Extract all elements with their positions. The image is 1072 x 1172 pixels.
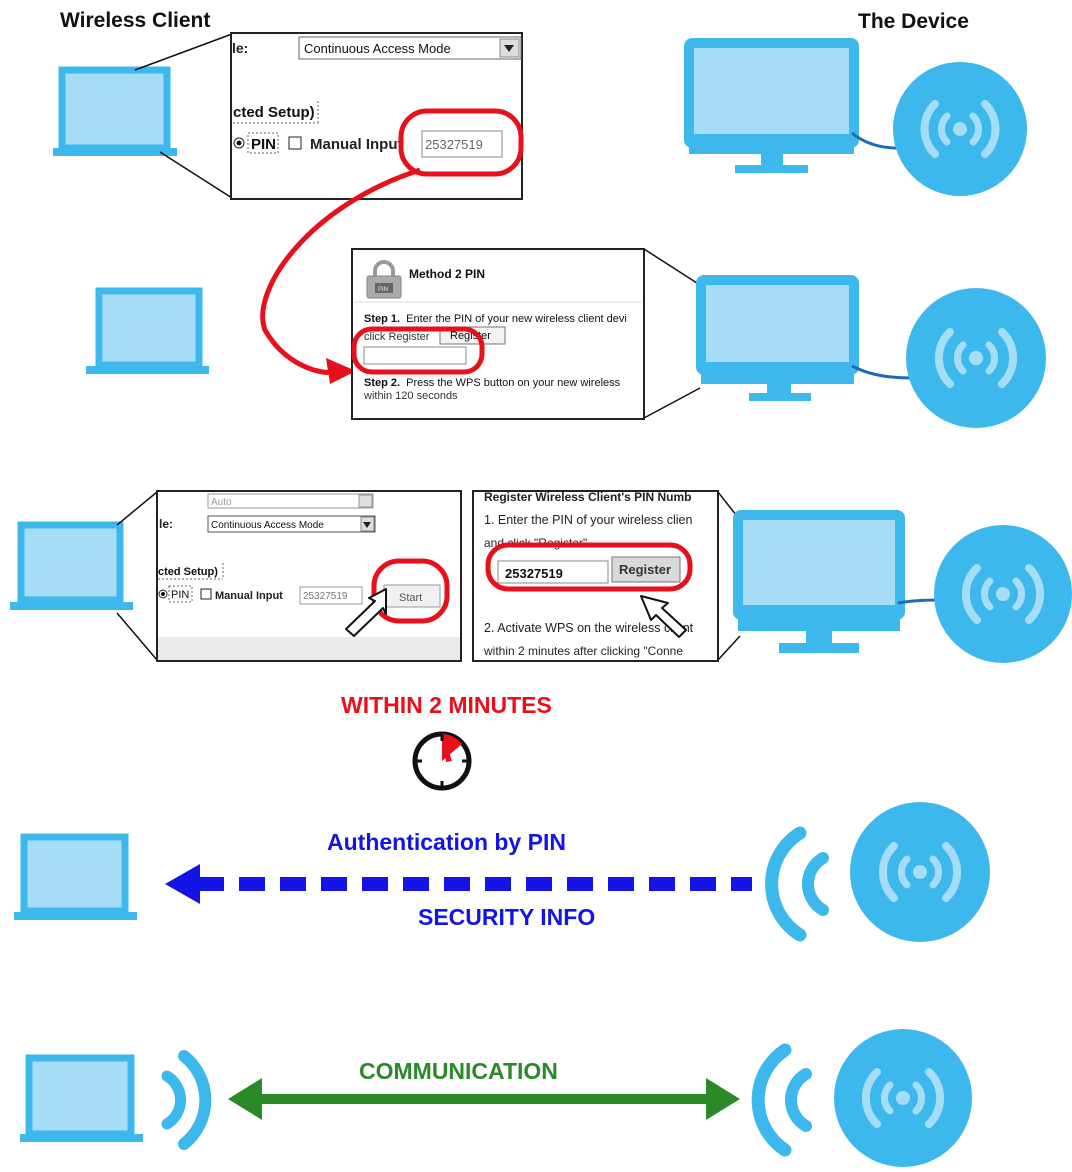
monitor-icon-2 bbox=[696, 275, 859, 401]
lock-icon: PIN bbox=[366, 260, 402, 299]
register-step2-line2: within 2 minutes after clicking "Conne bbox=[483, 644, 683, 658]
register-step2: 2. Activate WPS on the wireless client bbox=[484, 621, 694, 635]
setup-label: cted Setup) bbox=[233, 104, 315, 121]
router-wireless-icon-4 bbox=[850, 802, 990, 942]
router-wireless-icon-3 bbox=[934, 525, 1072, 663]
laptop-icon bbox=[53, 66, 177, 156]
manual-input-checkbox-3[interactable] bbox=[200, 588, 212, 600]
register-pin-value: 25327519 bbox=[505, 566, 563, 581]
method2-title: Method 2 PIN bbox=[409, 267, 485, 281]
register-button[interactable]: Register bbox=[611, 556, 681, 583]
start-highlight bbox=[371, 558, 450, 624]
svg-text:Step 2. Press the WPS bu: Step 2. Press the WPS button on your new… bbox=[364, 377, 621, 389]
manual-input-checkbox[interactable] bbox=[288, 136, 302, 150]
device-cable bbox=[851, 131, 899, 150]
signal-waves-icon-client bbox=[161, 1050, 212, 1150]
svg-text:Step 1. Enter the PIN of: Step 1. Enter the PIN of your new wirele… bbox=[364, 313, 627, 325]
copy-pin-arrow-head bbox=[326, 358, 356, 384]
pin-input-value-3: 25327519 bbox=[303, 591, 348, 602]
pin-highlight bbox=[398, 108, 524, 177]
signal-waves-icon-device bbox=[751, 1043, 812, 1157]
laptop-icon-2 bbox=[86, 287, 209, 374]
setup-label-3: cted Setup) bbox=[158, 566, 218, 578]
mode-select[interactable]: Continuous Access Mode bbox=[298, 36, 522, 60]
chevron-down-icon bbox=[504, 45, 514, 52]
pin-radio-3[interactable] bbox=[158, 589, 168, 599]
pin-input-value: 25327519 bbox=[425, 137, 483, 152]
monitor-icon-3 bbox=[733, 510, 905, 653]
zoom-lines bbox=[134, 33, 233, 199]
register-title: Register Wireless Client's PIN Numb bbox=[484, 490, 691, 504]
start-button[interactable]: Start bbox=[383, 584, 441, 608]
register-step1: 1. Enter the PIN of your wireless clien bbox=[484, 513, 692, 527]
pin-label: PIN bbox=[251, 136, 276, 153]
zoom-lines-3 bbox=[116, 491, 741, 661]
step2-text: Press the WPS button on your new wireles… bbox=[406, 377, 620, 389]
security-info-arrow-head bbox=[165, 864, 200, 904]
pin-label-3: PIN bbox=[171, 589, 189, 601]
wireless-client-header: Wireless Client bbox=[60, 9, 210, 32]
register-pin-field[interactable] bbox=[497, 560, 609, 584]
laptop-icon-3 bbox=[10, 521, 133, 610]
monitor-icon bbox=[684, 38, 859, 173]
pointer-cursor-icon bbox=[345, 588, 387, 637]
step1-text: Enter the PIN of your new wireless clien… bbox=[406, 313, 627, 325]
router-wireless-icon-2 bbox=[906, 288, 1046, 428]
the-device-header: The Device bbox=[858, 10, 969, 33]
communication-arrow-right-head bbox=[706, 1078, 740, 1120]
pin-entry-highlight bbox=[351, 326, 485, 375]
stopwatch-icon bbox=[412, 731, 472, 791]
wps-settings-panel: le: Continuous Access Mode cted Setup) P… bbox=[230, 32, 523, 200]
pointer-cursor-icon-2 bbox=[640, 595, 687, 638]
zoom-lines-2 bbox=[643, 248, 701, 419]
signal-waves-icon bbox=[765, 826, 829, 942]
svg-text:Start: Start bbox=[399, 592, 422, 604]
laptop-icon-4 bbox=[14, 833, 137, 920]
manual-input-label: Manual Input bbox=[310, 136, 403, 153]
svg-text:Continuous Access Mode: Continuous Access Mode bbox=[304, 41, 451, 56]
router-wireless-icon bbox=[893, 62, 1027, 196]
communication-arrow-left-head bbox=[228, 1078, 262, 1120]
auto-value: Auto bbox=[211, 497, 232, 508]
step2-bold: Step 2. bbox=[364, 377, 400, 389]
step1-line2: click Register bbox=[364, 331, 430, 343]
pin-entry-field[interactable] bbox=[363, 346, 467, 365]
mode-label-3: le: bbox=[159, 517, 173, 531]
wps-start-panel: Auto le: Continuous Access Mode cted Set… bbox=[156, 490, 462, 662]
svg-text:Continuous Access Mode: Continuous Access Mode bbox=[211, 520, 324, 531]
mode-label: le: bbox=[232, 40, 248, 56]
communication-label: COMMUNICATION bbox=[359, 1058, 558, 1084]
laptop-icon-5 bbox=[20, 1054, 143, 1142]
pin-radio[interactable] bbox=[233, 137, 245, 149]
within-2-minutes-label: WITHIN 2 MINUTES bbox=[341, 692, 552, 718]
security-info-label: SECURITY INFO bbox=[418, 904, 595, 930]
pin-input-field-3[interactable] bbox=[299, 586, 363, 605]
authentication-label: Authentication by PIN bbox=[327, 829, 566, 855]
mode-select-3[interactable]: Continuous Access Mode bbox=[207, 515, 376, 533]
router-wireless-icon-5 bbox=[834, 1029, 972, 1167]
svg-text:PIN: PIN bbox=[378, 287, 388, 293]
register-highlight bbox=[485, 542, 693, 592]
device-cable-2 bbox=[851, 364, 911, 380]
manual-input-label-3: Manual Input bbox=[215, 590, 283, 602]
method2-pin-panel: PIN Method 2 PIN Step 1. Enter the PIN o… bbox=[351, 248, 645, 420]
step1-bold: Step 1. bbox=[364, 313, 400, 325]
pin-input-field[interactable] bbox=[421, 130, 503, 158]
step2-line2: within 120 seconds bbox=[363, 390, 458, 402]
svg-text:Register: Register bbox=[619, 562, 671, 577]
chevron-down-icon-3 bbox=[363, 522, 371, 528]
copy-pin-arrow bbox=[260, 167, 421, 375]
